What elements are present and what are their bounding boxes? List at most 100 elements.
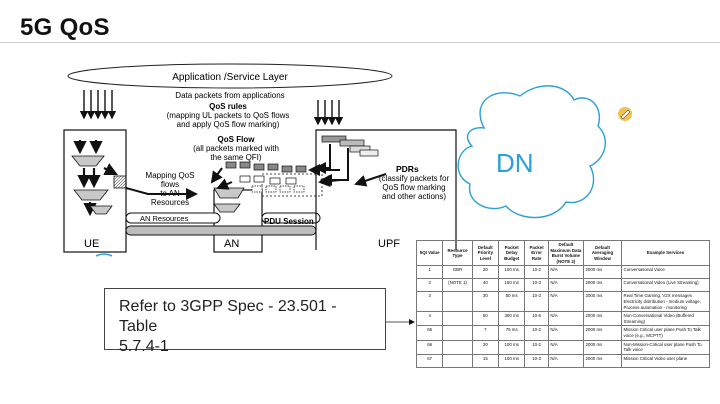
- slide-title: 5G QoS: [20, 14, 110, 41]
- cell: [442, 325, 473, 341]
- header-resource-type: Resource Type: [442, 240, 473, 267]
- pdrs-desc-1: (classify packets for: [379, 174, 450, 183]
- mapping-label-1: Mapping QoS: [146, 171, 195, 180]
- table-row: 2 (NOTE 1) 40 150 ms 10-3 N/A 2000 ms Co…: [416, 278, 710, 293]
- qos-flow-desc-1: (all packets marked with: [193, 144, 279, 153]
- ue-classifier: [71, 155, 105, 167]
- header-priority: Default Priority Level: [471, 240, 500, 267]
- upf-label: UPF: [378, 238, 400, 250]
- ue-annotation-mark: [95, 253, 113, 257]
- header-5qi: 5QI Value: [416, 240, 444, 267]
- cell: 100 ms: [498, 339, 526, 355]
- cell: 10-3: [524, 278, 549, 293]
- cell: GBR: [442, 265, 473, 280]
- an-resources-tube-bottom: [125, 225, 317, 236]
- cell: N/A: [547, 353, 584, 368]
- spec-reference-callout: Refer to 3GPP Spec - 23.501 - Table 5.7.…: [104, 288, 386, 355]
- cell: Conversational Voice: [621, 265, 710, 280]
- cell: N/A: [547, 265, 584, 280]
- qos-flow-title: QoS Flow: [218, 135, 256, 144]
- cell: 66: [416, 339, 444, 355]
- cell: 10-3: [524, 353, 549, 368]
- upf-packet-arrows: [313, 100, 344, 126]
- cell: Non-Conversational Video (Buffered Strea…: [621, 311, 710, 327]
- upf-classifier-blocks: [321, 135, 379, 157]
- table-row: 1 GBR 20 100 ms 10-2 N/A 2000 ms Convers…: [416, 265, 710, 280]
- cell: 50: [471, 311, 500, 327]
- cell: 3: [416, 291, 444, 313]
- standardized-5qi-table: 5QI Value Resource Type Default Priority…: [416, 240, 710, 388]
- cell: 2000 ms: [582, 339, 623, 355]
- cell: Real Time Gaming, V2X messages Electrici…: [621, 291, 710, 313]
- ue-box: [63, 129, 127, 253]
- cell: 10-3: [524, 291, 549, 313]
- cell: (NOTE 1): [442, 278, 473, 293]
- dn-cloud: [457, 85, 607, 219]
- mapping-label-4: Resources: [151, 198, 189, 207]
- cell: 10-6: [524, 311, 549, 327]
- an-scheduler: [213, 187, 245, 199]
- cell: 67: [416, 353, 444, 368]
- qos-rules-desc-1: (mapping UL packets to QoS flows: [167, 111, 290, 120]
- mapping-label-2: flows: [161, 180, 179, 189]
- cell: 2000 ms: [582, 265, 623, 280]
- cell: 7: [471, 325, 500, 341]
- pdrs-desc-3: and other actions): [382, 192, 446, 201]
- qos-rules-title: QoS rules: [209, 102, 247, 111]
- qos-table: 5QI Value Resource Type Default Priority…: [416, 240, 710, 368]
- header-averaging-window: Default Averaging Window: [582, 240, 623, 267]
- cell: 10-2: [524, 325, 549, 341]
- cell: 2: [416, 278, 444, 293]
- cell: 20: [471, 265, 500, 280]
- table-row: 4 50 300 ms 10-6 N/A 2000 ms Non-Convers…: [416, 311, 710, 327]
- table-row: 67 15 100 ms 10-3 N/A 2000 ms Mission Cr…: [416, 353, 710, 368]
- cell: [442, 353, 473, 368]
- cell: [442, 339, 473, 355]
- cell: N/A: [547, 278, 584, 293]
- header-delay-budget: Packet Delay Budget: [498, 240, 526, 267]
- cell: 100 ms: [498, 265, 526, 280]
- qos-flow-desc-2: the same QFI): [210, 153, 261, 162]
- cell: N/A: [547, 291, 584, 313]
- header-example-services: Example Services: [621, 240, 710, 267]
- app-layer-label: Application /Service Layer: [172, 72, 288, 83]
- cell: N/A: [547, 325, 584, 341]
- cell: N/A: [547, 311, 584, 327]
- application-layer-ellipse: [67, 63, 393, 89]
- cell: Mission Critical user plane Push To Talk…: [621, 325, 710, 341]
- upf-box: [315, 129, 457, 250]
- pdrs-desc-2: QoS flow marking: [382, 183, 445, 192]
- dn-label: DN: [496, 148, 534, 178]
- an-resources-tube-top: [125, 212, 221, 224]
- table-header-row: 5QI Value Resource Type Default Priority…: [416, 240, 710, 267]
- cell: 40: [471, 278, 500, 293]
- cell: 150 ms: [498, 278, 526, 293]
- cell: 2000 ms: [582, 353, 623, 368]
- title-divider: [0, 42, 720, 43]
- cell: 1: [416, 265, 444, 280]
- cell: 100 ms: [498, 353, 526, 368]
- cell: 2000 ms: [582, 325, 623, 341]
- cell: Mission Critical Video user plane: [621, 353, 710, 368]
- table-row: 65 7 75 ms 10-2 N/A 2000 ms Mission Crit…: [416, 325, 710, 341]
- cell: Conversational Video (Live Streaming): [621, 278, 710, 293]
- an-resources-label: AN Resources: [140, 214, 189, 223]
- cell: [442, 311, 473, 327]
- table-row: 3 30 50 ms 10-3 N/A 2000 ms Real Time Ga…: [416, 291, 710, 313]
- cell: [442, 291, 473, 313]
- cell: 15: [471, 353, 500, 368]
- cell: 2000 ms: [582, 278, 623, 293]
- ue-label: UE: [84, 238, 99, 250]
- data-packets-label: Data packets from applications: [175, 91, 284, 100]
- cell: 30: [471, 291, 500, 313]
- cell: N/A: [547, 339, 584, 355]
- qos-rules-desc-2: and apply QoS flow marking): [177, 120, 280, 129]
- cell: 65: [416, 325, 444, 341]
- callout-line-2: 5.7.4-1: [119, 338, 169, 355]
- cell: 2000 ms: [582, 311, 623, 327]
- an-label: AN: [224, 238, 239, 250]
- cell: 75 ms: [498, 325, 526, 341]
- cell: 20: [471, 339, 500, 355]
- cell: 4: [416, 311, 444, 327]
